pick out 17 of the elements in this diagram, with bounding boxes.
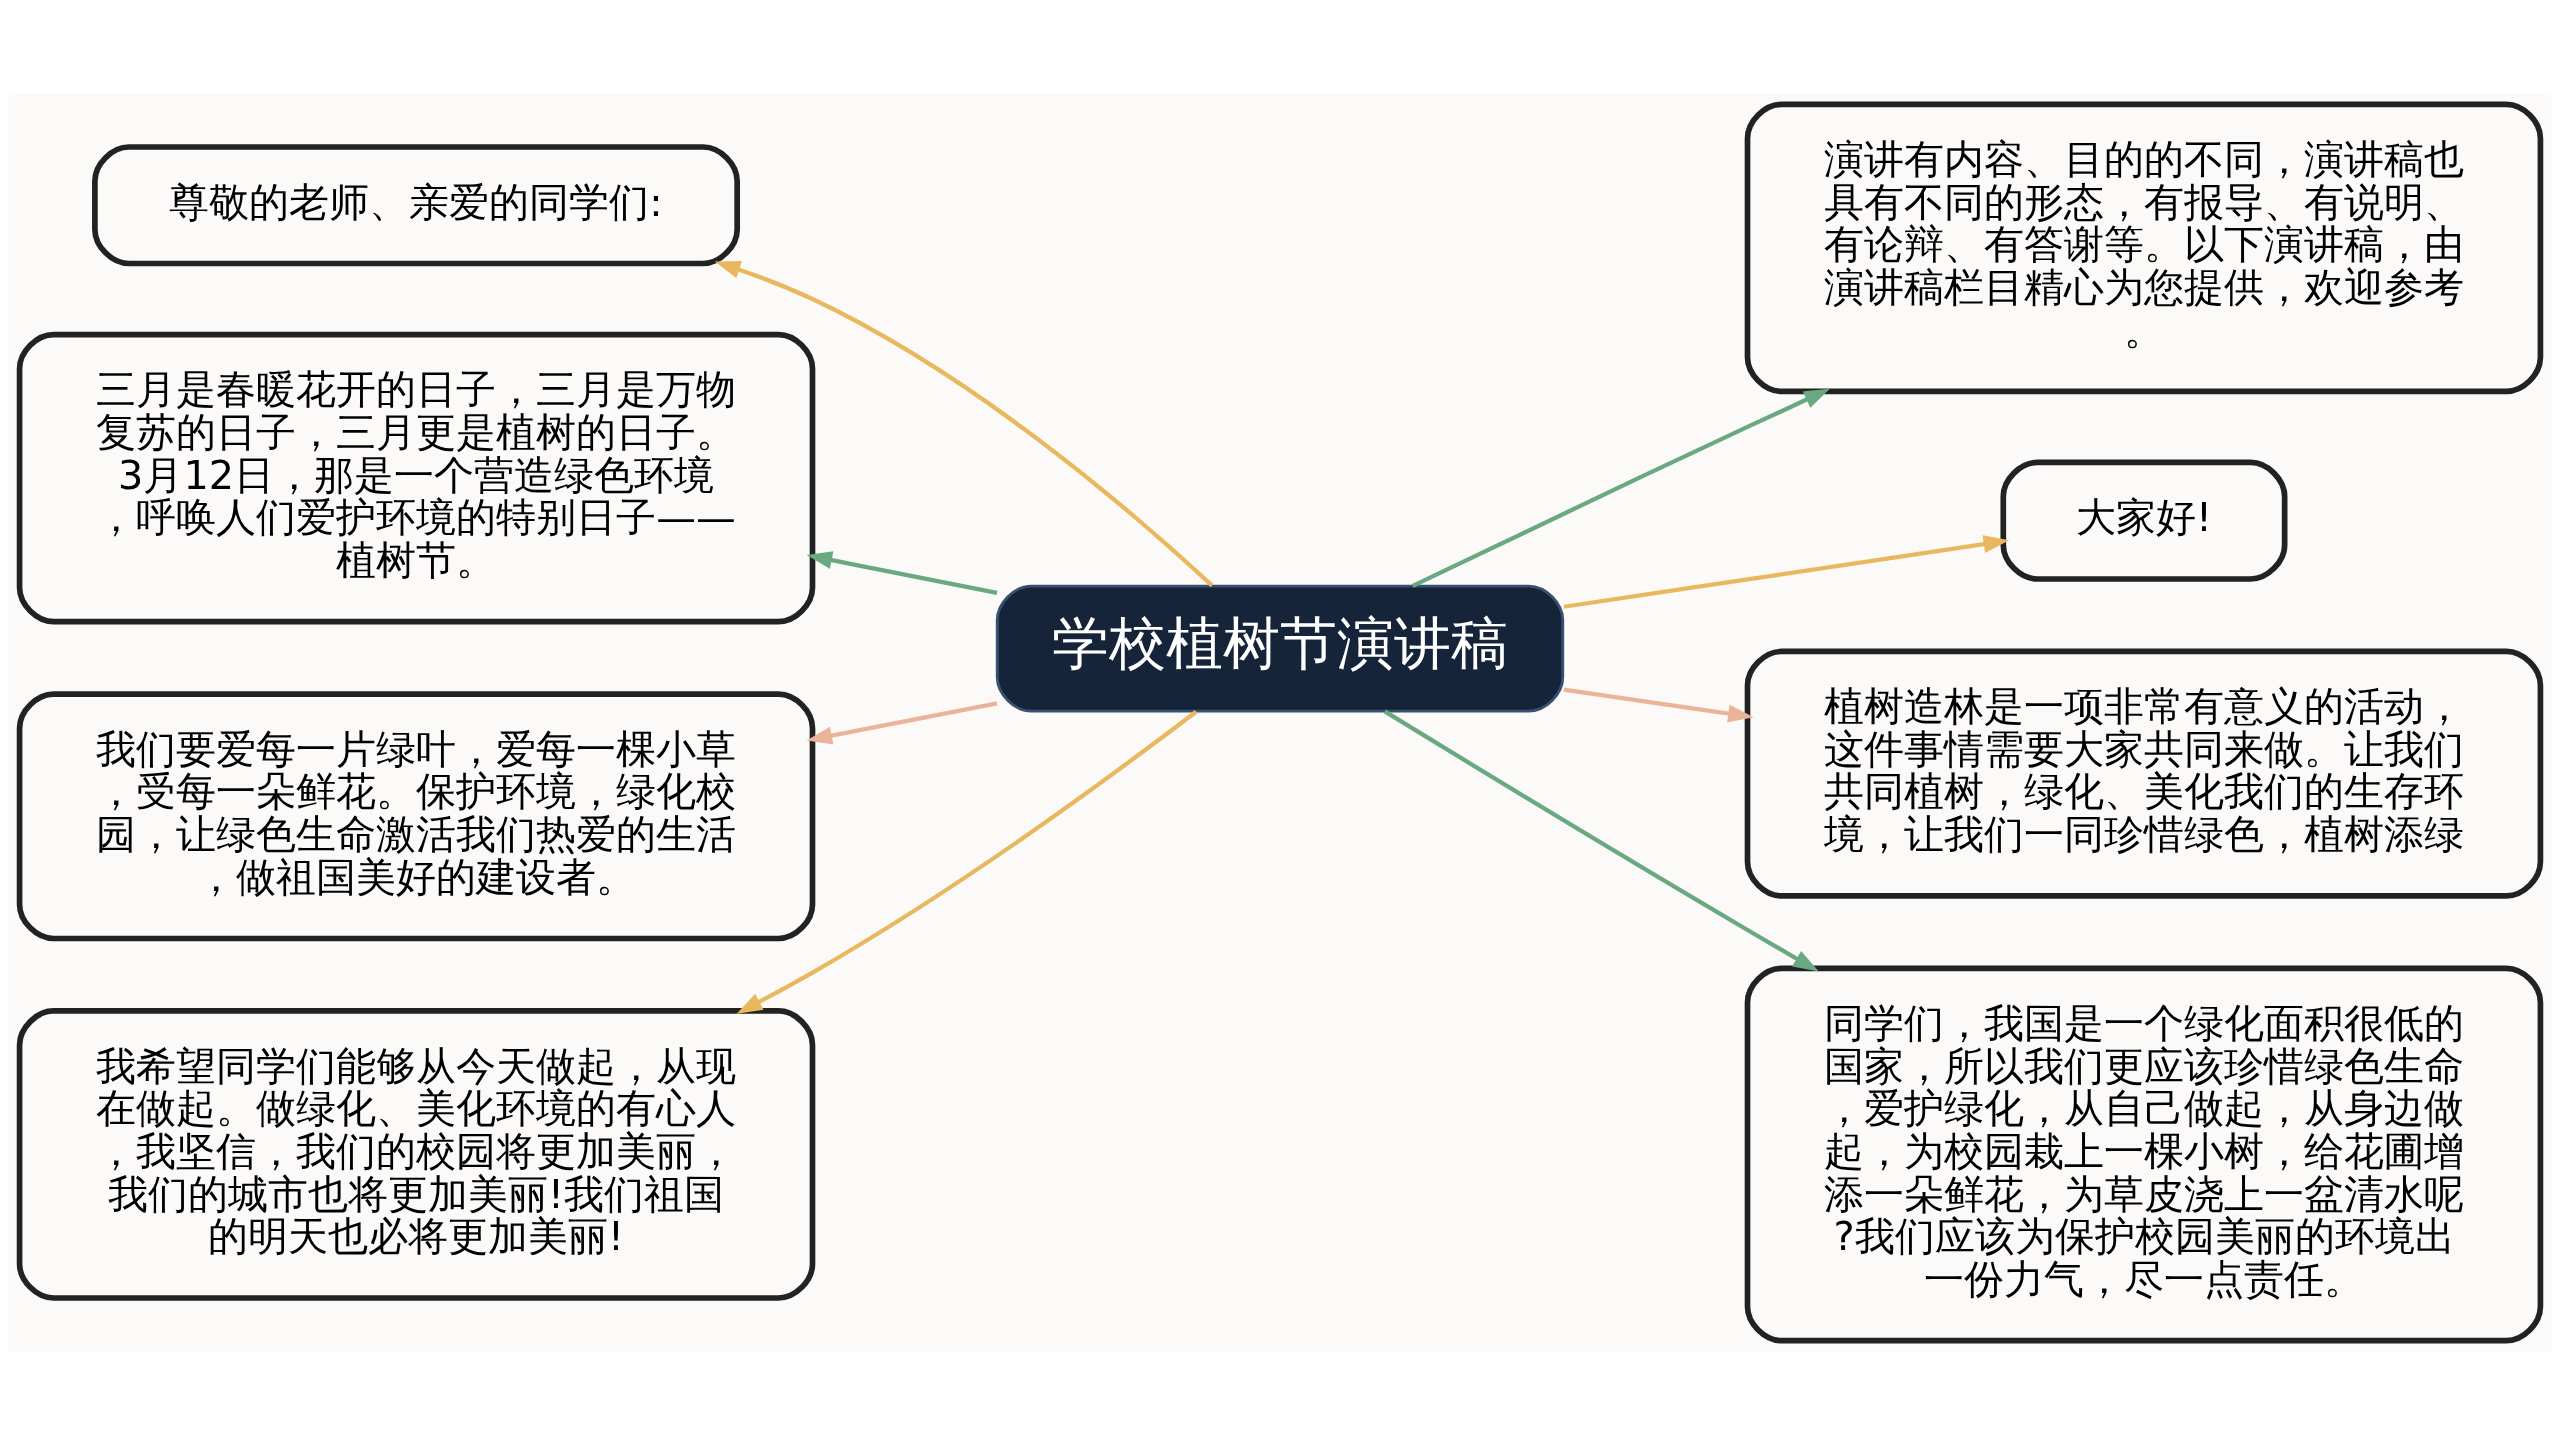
arrow [1563,687,1754,723]
arrow [1383,709,1819,972]
node-box: 同学们，我国是一个绿化面积很低的国家，所以我们更应该珍惜绿色生命，爱护绿化，从自己做起，从身边做起，为校园栽上一棵小树，给花圃增添一朵鲜花，为草皮浇上一盆清水呢?我们应该为保护校园美丽的环境出一份力气，尽一点责任。 [1744,965,2544,1344]
arrow [806,701,998,745]
node-box: 三月是春暖花开的日子，三月是万物复苏的日子，三月更是植树的日子。3月12日，那是一个营造绿色环境，呼唤人们爱护环境的特别日子——植树节。 [16,331,816,625]
node-box: 大家好! [2000,459,2288,582]
node-box: 我们要爱每一片绿叶，爱每一棵小草，受每一朵鲜花。保护环境，绿化校园，让绿色生命激活我们热爱的生活，做祖国美好的建设者。 [16,691,816,942]
node-box: 植树造林是一项非常有意义的活动，这件事情需要大家共同来做。让我们共同植树，绿化、美化我们的生存环境，让我们一同珍惜绿色，植树添绿 [1744,648,2544,899]
arrow [1411,388,1830,588]
arrow [736,710,1198,1014]
node-box: 学校植树节演讲稿 [995,584,1565,713]
arrow [1563,535,2010,609]
node-box: 我希望同学们能够从今天做起，从现在做起。做绿化、美化环境的有心人，我坚信，我们的校园将更加美丽，我们的城市也将更加美丽!我们祖国的明天也必将更加美丽! [16,1008,816,1301]
arrow [806,551,998,595]
arrow [714,261,1214,588]
node-box: 尊敬的老师、亲爱的同学们: [92,144,740,267]
node-box: 演讲有内容、目的的不同，演讲稿也具有不同的形态，有报导、有说明、有论辩、有答谢等。以下演讲稿，由演讲稿栏目精心为您提供，欢迎参考。 [1744,101,2544,395]
